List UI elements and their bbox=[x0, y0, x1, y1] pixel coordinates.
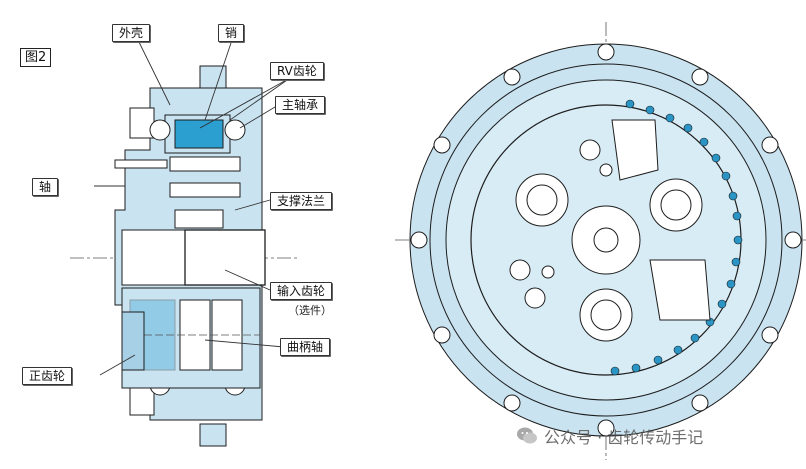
label-optional: （选件） bbox=[288, 304, 332, 317]
label-shaft: 轴 bbox=[32, 178, 59, 196]
cross-section-view bbox=[70, 65, 300, 447]
label-housing: 外壳 bbox=[112, 24, 151, 42]
wechat-icon bbox=[516, 426, 538, 446]
figure-label: 图2 bbox=[20, 48, 52, 67]
pin-ring bbox=[610, 99, 743, 376]
watermark-text: 公众号 · 齿轮传动手记 bbox=[544, 428, 704, 447]
label-spur-gear: 正齿轮 bbox=[22, 367, 73, 385]
leader-lines bbox=[94, 39, 291, 376]
label-input-gear: 输入齿轮 bbox=[270, 282, 333, 300]
label-main-bearing: 主轴承 bbox=[275, 96, 326, 114]
label-rv-gear: RV齿轮 bbox=[270, 62, 324, 80]
label-crankshaft: 曲柄轴 bbox=[280, 338, 331, 356]
front-view bbox=[395, 22, 806, 460]
watermark: 公众号 · 齿轮传动手记 bbox=[516, 424, 703, 448]
bolt-holes bbox=[410, 43, 802, 437]
label-support-flange: 支撑法兰 bbox=[270, 192, 333, 210]
label-pin: 销 bbox=[218, 24, 245, 42]
